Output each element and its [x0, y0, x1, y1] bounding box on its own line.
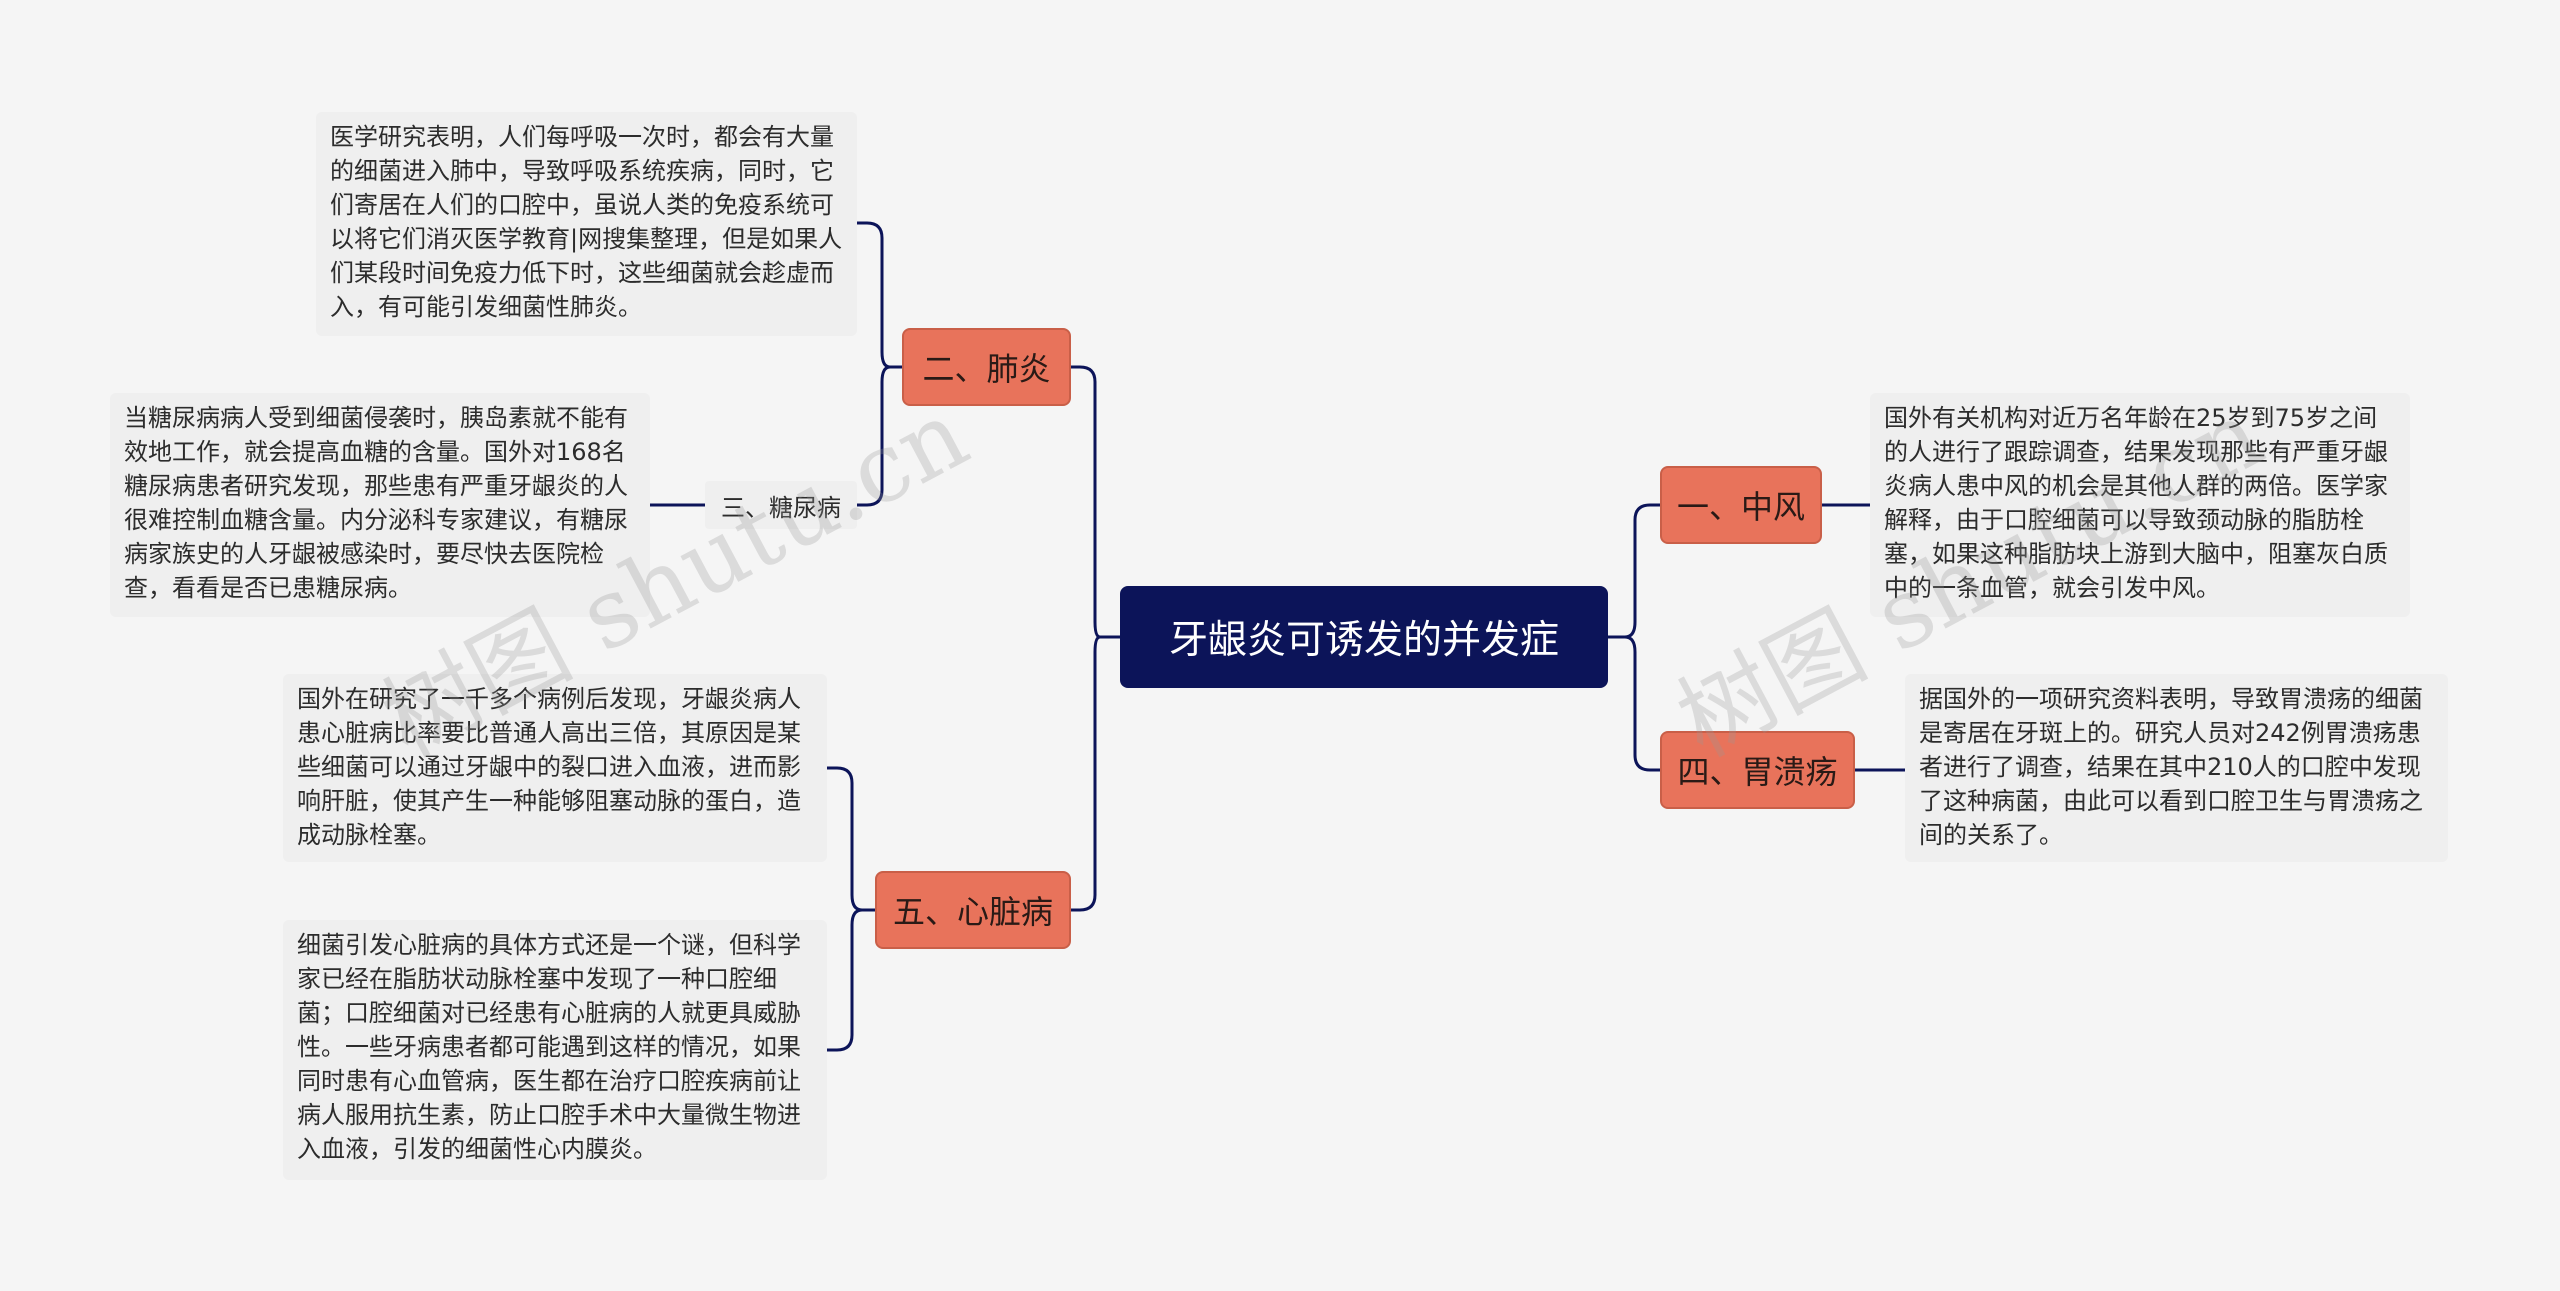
leaf-xinzangbing-2[interactable]: 细菌引发心脏病的具体方式还是一个谜，但科学家已经在脂肪状动脉栓塞中发现了一种口腔…	[283, 920, 827, 1180]
leaf-xinzangbing-2-text: 细菌引发心脏病的具体方式还是一个谜，但科学家已经在脂肪状动脉栓塞中发现了一种口腔…	[297, 931, 801, 1163]
branch-zhongfeng[interactable]: 一、中风	[1660, 466, 1822, 544]
link-root-zhongfeng	[1608, 503, 1660, 639]
leaf-xinzangbing-1[interactable]: 国外在研究了一千多个病例后发现，牙龈炎病人患心脏病比率要比普通人高出三倍，其原因…	[283, 674, 827, 862]
leaf-weikuiyang[interactable]: 据国外的一项研究资料表明，导致胃溃疡的细菌是寄居在牙斑上的。研究人员对242例胃…	[1905, 674, 2448, 862]
link-feiyan-tangniaobing	[857, 365, 902, 507]
link-xinzangbing-leaf1	[827, 766, 875, 912]
leaf-tangniaobing[interactable]: 当糖尿病病人受到细菌侵袭时，胰岛素就不能有效地工作，就会提高血糖的含量。国外对1…	[110, 393, 650, 617]
link-root-weikuiyang	[1608, 635, 1660, 772]
sub-tangniaobing[interactable]: 三、糖尿病	[705, 481, 857, 529]
leaf-feiyan-text: 医学研究表明，人们每呼吸一次时，都会有大量的细菌进入肺中，导致呼吸系统疾病，同时…	[330, 123, 843, 321]
leaf-feiyan[interactable]: 医学研究表明，人们每呼吸一次时，都会有大量的细菌进入肺中，导致呼吸系统疾病，同时…	[316, 112, 857, 336]
leaf-xinzangbing-1-text: 国外在研究了一千多个病例后发现，牙龈炎病人患心脏病比率要比普通人高出三倍，其原因…	[297, 685, 801, 849]
root-topic[interactable]: 牙龈炎可诱发的并发症	[1120, 586, 1608, 688]
link-root-feiyan	[1071, 365, 1120, 639]
branch-zhongfeng-label: 一、中风	[1676, 488, 1805, 526]
branch-xinzangbing[interactable]: 五、心脏病	[875, 871, 1071, 949]
leaf-zhongfeng[interactable]: 国外有关机构对近万名年龄在25岁到75岁之间的人进行了跟踪调查，结果发现那些有严…	[1870, 393, 2410, 617]
leaf-weikuiyang-text: 据国外的一项研究资料表明，导致胃溃疡的细菌是寄居在牙斑上的。研究人员对242例胃…	[1919, 685, 2423, 849]
root-topic-label: 牙龈炎可诱发的并发症	[1168, 618, 1559, 663]
branch-xinzangbing-label: 五、心脏病	[892, 893, 1053, 931]
branch-feiyan[interactable]: 二、肺炎	[902, 328, 1071, 406]
leaf-tangniaobing-text: 当糖尿病病人受到细菌侵袭时，胰岛素就不能有效地工作，就会提高血糖的含量。国外对1…	[124, 404, 628, 602]
link-feiyan-leaf	[857, 221, 902, 369]
link-root-xinzangbing	[1071, 635, 1120, 912]
branch-feiyan-label: 二、肺炎	[922, 350, 1051, 388]
sub-tangniaobing-label: 三、糖尿病	[721, 493, 841, 522]
branch-weikuiyang[interactable]: 四、胃溃疡	[1660, 731, 1855, 809]
branch-weikuiyang-label: 四、胃溃疡	[1677, 753, 1838, 791]
link-xinzangbing-leaf2	[827, 908, 875, 1052]
leaf-zhongfeng-text: 国外有关机构对近万名年龄在25岁到75岁之间的人进行了跟踪调查，结果发现那些有严…	[1884, 404, 2388, 602]
